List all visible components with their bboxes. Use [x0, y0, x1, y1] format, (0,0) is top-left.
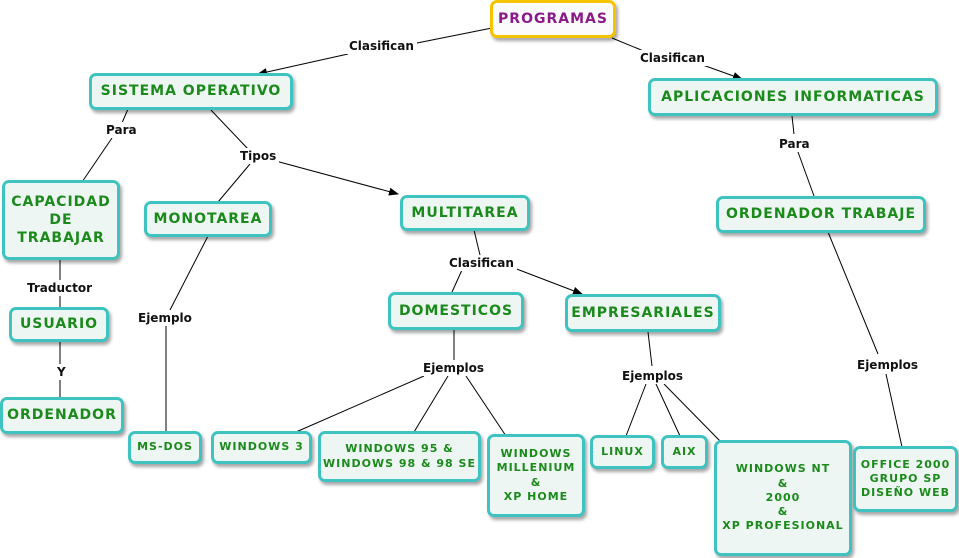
link-label-ejemplos-empresariales: Ejemplos: [619, 368, 687, 384]
node-office-grupo-sp-diseno-web[interactable]: OFFICE 2000 GRUPO SP DISEÑO WEB: [853, 446, 958, 512]
node-programas[interactable]: PROGRAMAS: [490, 0, 616, 38]
link-label-ejemplo: Ejemplo: [135, 310, 195, 326]
node-empresariales[interactable]: EMPRESARIALES: [565, 294, 721, 332]
node-ordenador[interactable]: ORDENADOR: [0, 397, 124, 434]
link-label-clasifican-right: Clasifican: [637, 50, 708, 66]
node-windows-3[interactable]: WINDOWS 3: [211, 431, 312, 464]
link-label-ejemplos-aplicaciones: Ejemplos: [854, 357, 922, 373]
node-windows-nt-2000-xp-profesional[interactable]: WINDOWS NT & 2000 & XP PROFESIONAL: [714, 440, 852, 556]
link-label-para-right: Para: [776, 136, 813, 152]
node-usuario[interactable]: USUARIO: [9, 307, 109, 342]
link-label-para-left: Para: [103, 122, 140, 138]
node-monotarea[interactable]: MONOTAREA: [144, 201, 272, 237]
node-aplicaciones-informaticas[interactable]: APLICACIONES INFORMATICAS: [648, 78, 938, 116]
node-windows-millenium-xp-home[interactable]: WINDOWS MILLENIUM & XP HOME: [487, 434, 585, 517]
node-ms-dos[interactable]: MS-DOS: [128, 431, 202, 464]
node-aix[interactable]: AIX: [661, 435, 708, 469]
node-windows-95-98[interactable]: WINDOWS 95 & WINDOWS 98 & 98 SE: [318, 431, 481, 482]
node-domesticos[interactable]: DOMESTICOS: [388, 292, 524, 330]
link-label-traductor: Traductor: [24, 280, 96, 296]
link-label-clasifican-left: Clasifican: [346, 38, 417, 54]
node-sistema-operativo[interactable]: SISTEMA OPERATIVO: [89, 73, 293, 110]
link-label-ejemplos-domesticos: Ejemplos: [420, 360, 488, 376]
link-label-tipos: Tipos: [237, 148, 280, 164]
link-label-clasifican-multitarea: Clasifican: [446, 255, 517, 271]
node-ordenador-trabaje[interactable]: ORDENADOR TRABAJE: [716, 196, 926, 233]
node-capacidad-de-trabajar[interactable]: CAPACIDAD DE TRABAJAR: [2, 180, 120, 260]
link-label-y: Y: [54, 364, 69, 380]
node-linux[interactable]: LINUX: [590, 435, 655, 469]
node-multitarea[interactable]: MULTITAREA: [400, 195, 530, 231]
